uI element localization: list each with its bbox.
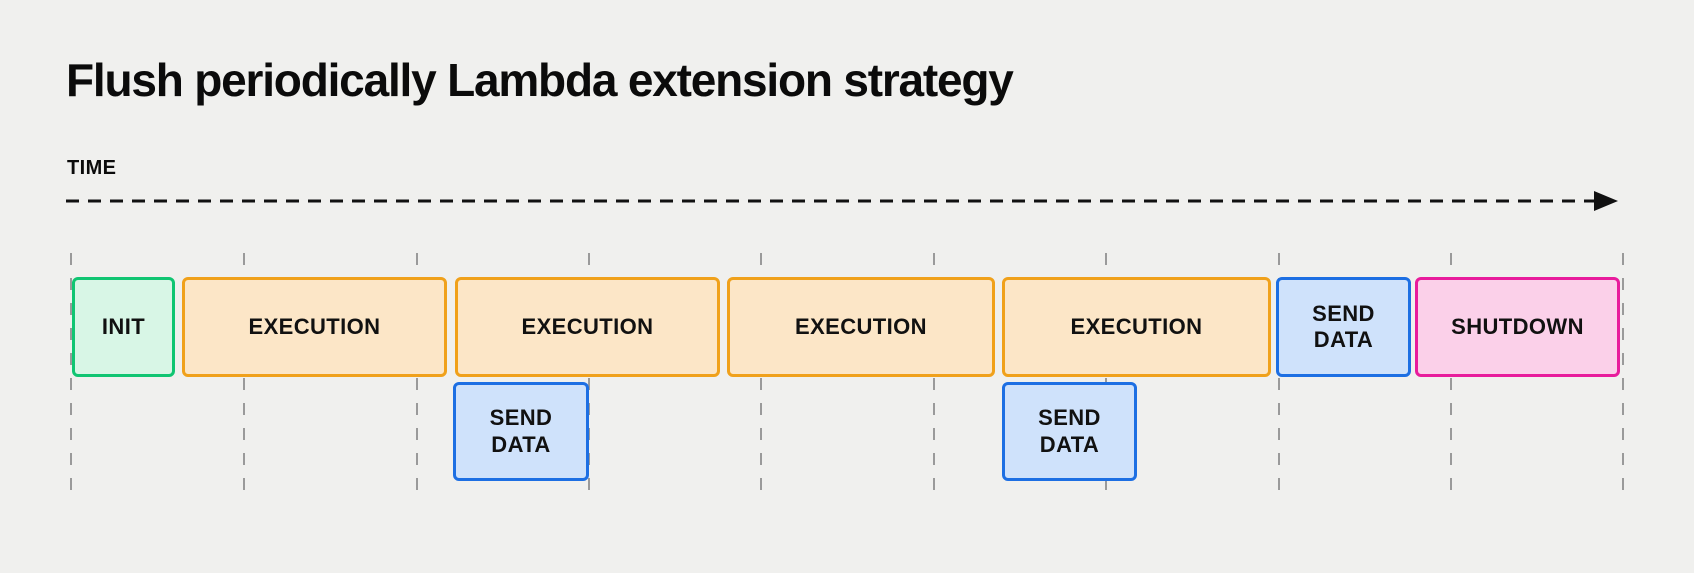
block-label: SHUTDOWN [1451, 313, 1584, 339]
block-execution-1: EXECUTION [182, 277, 447, 377]
block-execution-4: EXECUTION [1002, 277, 1271, 377]
block-label: EXECUTION [521, 313, 654, 339]
block-shutdown: SHUTDOWN [1415, 277, 1620, 377]
time-arrowhead-icon [1594, 191, 1618, 211]
block-label: SEND DATA [1038, 405, 1101, 457]
block-label: SEND DATA [1312, 300, 1375, 352]
block-execution-2: EXECUTION [455, 277, 720, 377]
block-execution-3: EXECUTION [727, 277, 995, 377]
block-label: EXECUTION [1070, 313, 1203, 339]
page-title: Flush periodically Lambda extension stra… [66, 54, 1014, 106]
gridline [70, 253, 72, 493]
block-send-data-flush-2: SEND DATA [1002, 382, 1137, 481]
time-arrow-icon [66, 191, 1618, 211]
block-label: SEND DATA [489, 405, 553, 457]
time-axis-label: TIME [67, 157, 117, 179]
gridline [1622, 253, 1624, 493]
block-send-data-final: SEND DATA [1276, 277, 1411, 377]
block-label: EXECUTION [795, 313, 927, 339]
block-label: INIT [101, 313, 146, 339]
block-init: INIT [72, 277, 175, 377]
block-send-data-flush-1: SEND DATA [453, 382, 589, 481]
block-label: EXECUTION [248, 313, 381, 339]
